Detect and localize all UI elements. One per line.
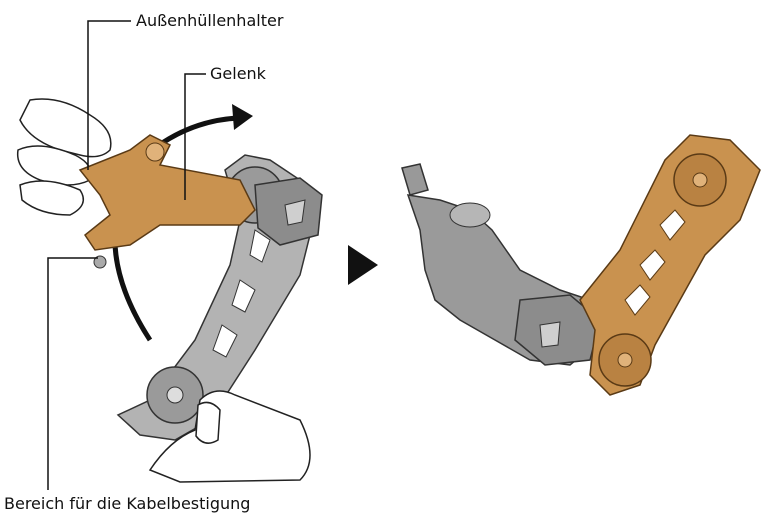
bronze-link-left	[80, 135, 255, 268]
derailleur-right	[402, 135, 760, 395]
leader-line-cable-fixing	[48, 258, 98, 490]
label-joint: Gelenk	[210, 65, 266, 83]
label-outer-casing-holder: Außenhüllenhalter	[136, 12, 283, 30]
rotation-arrowhead	[232, 104, 253, 130]
label-cable-fixing-area: Bereich für die Kabelbestigung	[4, 495, 250, 513]
hand-top	[18, 99, 111, 215]
transition-arrow	[348, 245, 378, 285]
